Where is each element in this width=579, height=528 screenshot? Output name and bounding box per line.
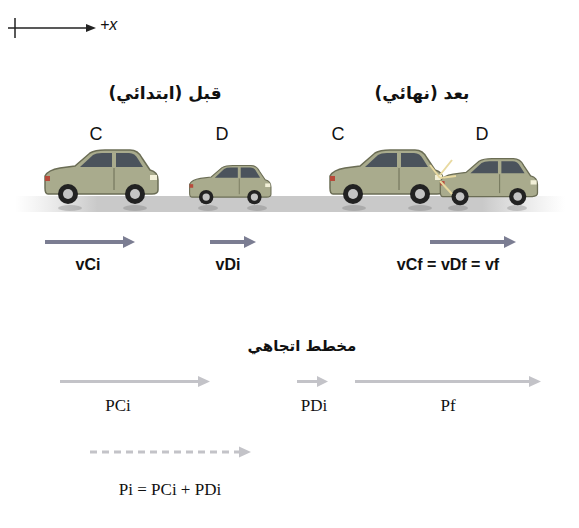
car-c-after xyxy=(330,150,443,204)
x-axis xyxy=(8,18,96,38)
velocity-label: vCi xyxy=(76,256,101,274)
velocity-arrows xyxy=(45,236,516,248)
before-heading: قبل (ابتدائي) xyxy=(108,84,221,104)
axis-label: +x xyxy=(100,16,117,34)
car-label: C xyxy=(90,124,103,145)
car-c-before xyxy=(45,150,158,204)
momentum-label: PDi xyxy=(301,396,327,416)
momentum-arrows xyxy=(60,376,541,387)
momentum-label: PCi xyxy=(105,396,131,416)
car-d-before xyxy=(190,165,271,204)
car-label: C xyxy=(332,124,345,145)
momentum-label: Pf xyxy=(440,396,455,416)
car-d-after xyxy=(440,159,537,205)
vector-diagram-heading: مخطط اتجاهي xyxy=(248,338,357,355)
crash-spark xyxy=(430,160,456,194)
velocity-label: vDi xyxy=(216,256,241,274)
after-heading: بعد (نهائي) xyxy=(375,84,470,104)
car-label: D xyxy=(216,124,229,145)
total-momentum-label: Pi = PCi + PDi xyxy=(119,480,221,500)
car-reflections xyxy=(58,205,527,211)
road xyxy=(15,196,565,212)
velocity-label: vCf = vDf = vf xyxy=(397,256,499,274)
total-momentum-arrow xyxy=(90,447,251,458)
car-label: D xyxy=(476,124,489,145)
